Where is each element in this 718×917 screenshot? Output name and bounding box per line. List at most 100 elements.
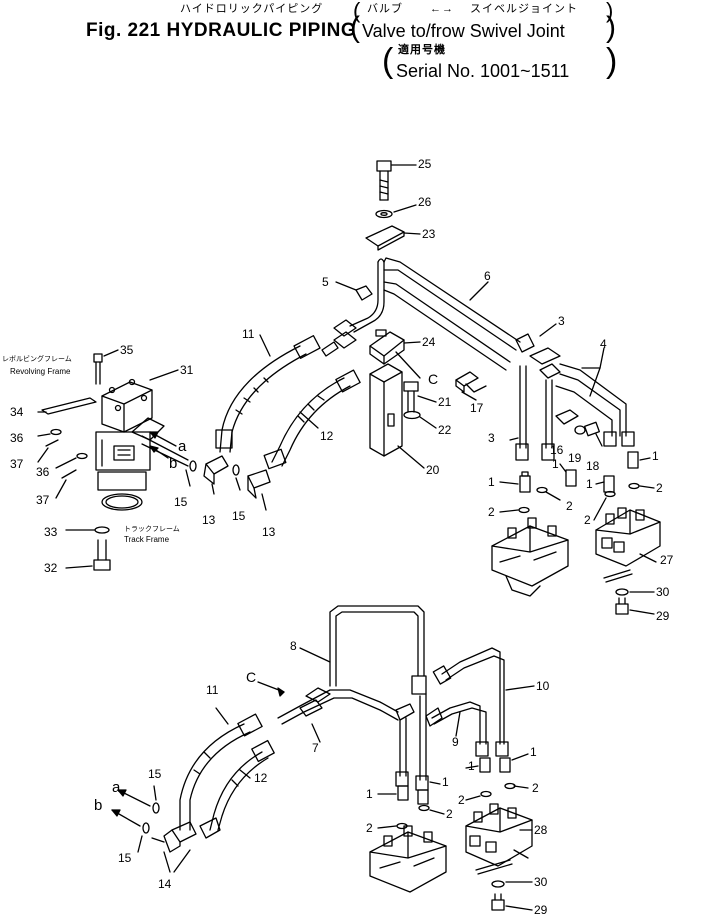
callout-11-lower: 11 xyxy=(206,683,219,697)
washer-33 xyxy=(94,526,110,534)
bolt-32 xyxy=(65,539,111,571)
ref-b-label-lower: b xyxy=(94,797,103,814)
washer-30-lower xyxy=(491,880,505,888)
pipe-7 xyxy=(257,681,429,791)
callout-17: 17 xyxy=(470,401,484,415)
callout-5: 5 xyxy=(322,275,329,289)
callout-22: 22 xyxy=(438,423,452,437)
fittings-upper-left xyxy=(321,319,357,357)
paren-close-1: ) xyxy=(606,0,614,23)
paren-close-3: ) xyxy=(606,42,618,80)
callout-18: 18 xyxy=(586,459,600,473)
elbow-13-b xyxy=(247,469,271,511)
seal-15-a xyxy=(189,460,197,472)
callout-33: 33 xyxy=(44,525,58,539)
callout-1-left: 1 xyxy=(488,475,495,489)
callout-13-b: 13 xyxy=(262,525,276,539)
pipe-10 xyxy=(432,647,535,757)
bracket-24 xyxy=(369,329,421,379)
callout-30-lower: 30 xyxy=(534,875,548,889)
clip-17 xyxy=(455,371,487,401)
callout-32: 32 xyxy=(44,561,58,575)
pin-37-lower xyxy=(61,469,77,479)
callout-15-d: 15 xyxy=(118,851,132,865)
paren-open-2: ( xyxy=(350,11,360,44)
callout-12-lower: 12 xyxy=(254,771,268,785)
title-jp-valve: バルブ xyxy=(367,3,403,15)
figure-subtitle: Valve to/frow Swivel Joint xyxy=(362,21,565,41)
callout-24: 24 xyxy=(422,335,436,349)
hose-12-lower xyxy=(209,739,275,831)
hose-12-upper xyxy=(263,369,361,470)
revolving-frame-en: Revolving Frame xyxy=(10,367,71,376)
washer-36-lower xyxy=(76,452,88,460)
callout-2-lower-mid: 2 xyxy=(458,793,465,807)
washer-36-upper xyxy=(50,428,62,436)
title-arrow: ←→ xyxy=(430,3,454,15)
callout-21: 21 xyxy=(438,395,452,409)
callout-2-mid: 2 xyxy=(566,499,573,513)
callout-8: 8 xyxy=(290,639,297,653)
callout-13-a: 13 xyxy=(202,513,216,527)
callout-7: 7 xyxy=(312,741,319,755)
callout-12-upper: 12 xyxy=(320,429,334,443)
callout-1-lower-right: 1 xyxy=(530,745,537,759)
callout-1-lower-mid: 1 xyxy=(468,759,475,773)
figure-title: Fig. 221 HYDRAULIC PIPING xyxy=(86,20,357,41)
callout-23: 23 xyxy=(422,227,436,241)
callout-29-lower: 29 xyxy=(534,903,548,917)
fittings-lower xyxy=(377,753,529,830)
pin-37-upper xyxy=(45,439,59,447)
callout-16: 16 xyxy=(550,443,564,457)
callout-37-a: 37 xyxy=(10,457,24,471)
callout-15-c: 15 xyxy=(148,767,162,781)
callout-15-b: 15 xyxy=(232,509,246,523)
callout-35: 35 xyxy=(120,343,134,357)
seal-15-b xyxy=(232,464,240,476)
elbow-13-a xyxy=(203,455,229,495)
callout-1-lower-left: 1 xyxy=(366,787,373,801)
title-jp-serial: 適用号機 xyxy=(398,44,446,56)
control-valve-upper xyxy=(491,517,569,597)
bolt-29-lower xyxy=(491,893,505,911)
callout-2-lower-center: 2 xyxy=(446,807,453,821)
pipes-3-4 xyxy=(509,323,635,461)
callout-36-a: 36 xyxy=(10,431,24,445)
callout-2-right: 2 xyxy=(656,481,663,495)
callout-1-center: 1 xyxy=(586,477,593,491)
fittings-upper xyxy=(499,451,655,521)
plate-34 xyxy=(41,397,97,415)
ref-c-label: C xyxy=(428,371,439,387)
callout-1-lower-center: 1 xyxy=(442,775,449,789)
callout-6: 6 xyxy=(484,269,491,283)
pipe-9 xyxy=(425,701,489,757)
callout-2-lower-left: 2 xyxy=(366,821,373,835)
callout-1-mid: 1 xyxy=(552,457,559,471)
callout-2-lower-right: 2 xyxy=(532,781,539,795)
bolt-21 xyxy=(403,381,437,413)
pipe-5 xyxy=(349,261,379,327)
callout-1-right: 1 xyxy=(652,449,659,463)
swivel-joint xyxy=(95,378,165,511)
callout-30-upper: 30 xyxy=(656,585,670,599)
callout-3-top: 3 xyxy=(558,314,565,328)
washer-30-upper xyxy=(615,588,629,596)
callout-10: 10 xyxy=(536,679,550,693)
bolt-25 xyxy=(376,160,392,201)
hose-11-upper xyxy=(215,334,321,453)
callout-4: 4 xyxy=(600,337,607,351)
callout-37-b: 37 xyxy=(36,493,50,507)
ref-a-label-lower: a xyxy=(112,779,121,796)
callout-14: 14 xyxy=(158,877,172,891)
paren-open-3: ( xyxy=(382,42,394,80)
callout-9: 9 xyxy=(452,735,459,749)
control-valve-27 xyxy=(595,507,661,583)
pipe-6 xyxy=(383,257,521,343)
callout-20: 20 xyxy=(426,463,440,477)
callout-28: 28 xyxy=(534,823,548,837)
callout-29-upper: 29 xyxy=(656,609,670,623)
title-jp-swivel: スイベルジョイント xyxy=(470,3,578,15)
seal-15-d xyxy=(142,822,150,834)
